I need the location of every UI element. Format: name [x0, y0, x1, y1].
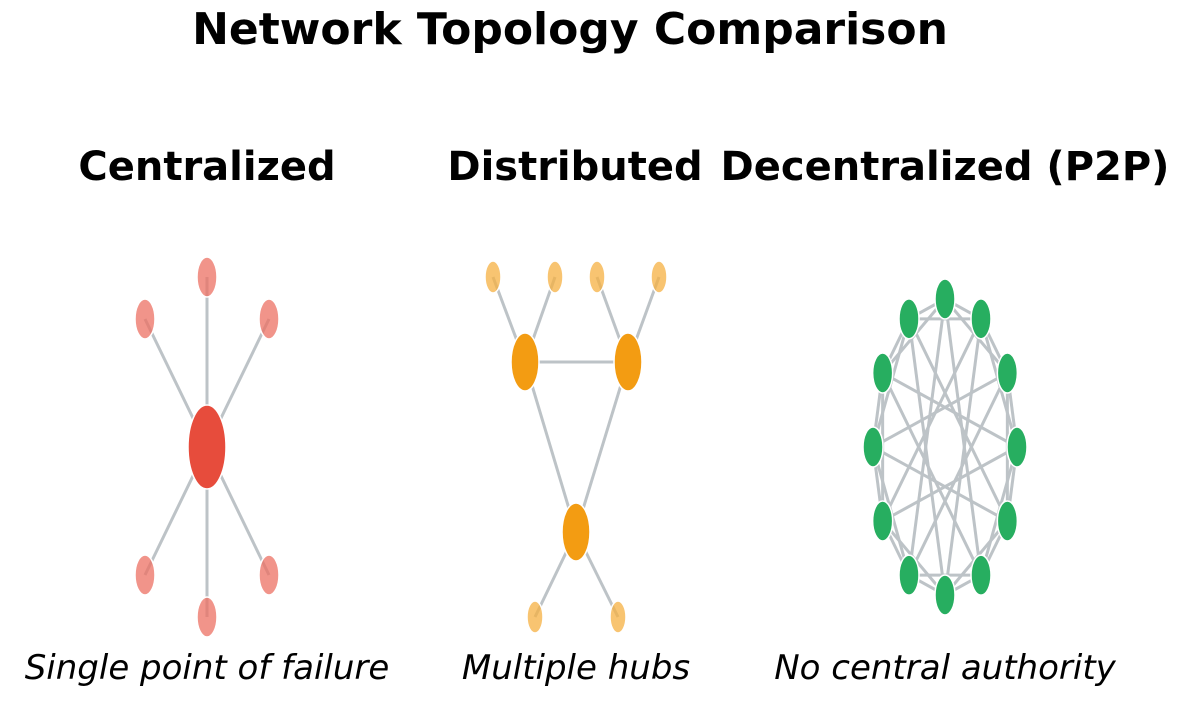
p2p-edge-11 — [881, 445, 1018, 523]
p2p-node-5 — [970, 554, 992, 596]
p2p-edge-23 — [907, 298, 947, 576]
centralized-caption: Single point of failure — [24, 648, 390, 688]
distributed-edge-1 — [523, 361, 578, 533]
distributed-leaf-node-1 — [546, 260, 564, 294]
centralized-leaf-node-3 — [134, 554, 156, 596]
distributed-leaf-node-3 — [650, 260, 668, 294]
distributed-hub-node-2 — [561, 502, 591, 562]
p2p-node-7 — [898, 554, 920, 596]
p2p-node-11 — [898, 298, 920, 340]
centralized-leaf-node-1 — [134, 298, 156, 340]
p2p-edge-17 — [881, 372, 983, 576]
decentralized-caption: No central authority — [774, 648, 1116, 688]
distributed-edge-2 — [574, 361, 630, 533]
centralized-leaf-node-5 — [196, 596, 218, 638]
p2p-edge-20 — [907, 318, 947, 596]
centralized-leaf-node-2 — [258, 298, 280, 340]
p2p-edge-26 — [881, 318, 983, 522]
p2p-node-0 — [934, 278, 956, 320]
diagram-title: Network Topology Comparison — [192, 4, 948, 55]
distributed-leaf-node-5 — [609, 600, 627, 634]
centralized-hub-node — [187, 404, 227, 490]
p2p-edge-35 — [907, 318, 1009, 522]
p2p-edge-32 — [881, 371, 1018, 449]
p2p-node-3 — [1006, 426, 1028, 468]
distributed-leaf-node-4 — [526, 600, 544, 634]
p2p-edge-14 — [872, 445, 1009, 523]
centralized-leaf-node-0 — [196, 256, 218, 298]
p2p-edge-8 — [907, 372, 1009, 576]
centralized-leaf-node-4 — [258, 554, 280, 596]
p2p-node-4 — [996, 500, 1019, 542]
distributed-leaf-node-0 — [484, 260, 502, 294]
distributed-hub-node-0 — [510, 332, 540, 392]
distributed-hub-node-1 — [613, 332, 643, 392]
p2p-edge-29 — [872, 371, 1009, 449]
decentralized-panel-title: Decentralized (P2P) — [720, 144, 1170, 190]
p2p-edge-5 — [943, 318, 983, 596]
p2p-node-8 — [871, 500, 894, 542]
distributed-caption: Multiple hubs — [461, 648, 691, 688]
p2p-node-10 — [871, 352, 894, 394]
p2p-node-6 — [934, 574, 956, 616]
p2p-edge-2 — [943, 298, 983, 576]
distributed-panel-title: Distributed — [447, 144, 703, 190]
centralized-panel-title: Centralized — [78, 144, 336, 190]
distributed-leaf-node-2 — [588, 260, 606, 294]
p2p-node-9 — [862, 426, 884, 468]
p2p-node-2 — [996, 352, 1019, 394]
p2p-node-1 — [970, 298, 992, 340]
